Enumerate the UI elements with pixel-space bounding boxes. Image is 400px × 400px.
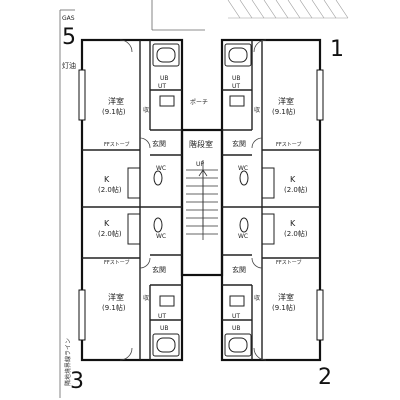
unit-1-kitchen: K — [290, 175, 296, 184]
site-hatch — [227, 0, 349, 19]
up-label: UP — [196, 161, 204, 168]
unit-1-ub: UB — [232, 75, 241, 82]
door-swings — [119, 39, 267, 361]
unit-5-ut: UT — [158, 83, 166, 90]
unit-2-western-room-size: (9.1帖) — [272, 303, 296, 312]
unit-5-ff-stove: FFストーブ — [104, 141, 129, 148]
unit-3-ub: UB — [160, 325, 169, 332]
unit-5-wc: WC — [156, 165, 166, 172]
unit-1-ut: UT — [232, 83, 240, 90]
unit-1: 洋室 (9.1帖) K (2.0帖) 玄関 WC UT UB FFストーブ 収 — [232, 75, 308, 194]
unit-2-ff-stove: FFストーブ — [276, 259, 301, 266]
lamp-oil-label: 灯油 — [62, 61, 76, 70]
interior-walls-right — [222, 40, 320, 360]
unit-5-storage: 収 — [143, 107, 149, 114]
unit-1-ff-stove: FFストーブ — [276, 141, 301, 148]
unit-5: 洋室 (9.1帖) K (2.0帖) 玄関 WC UT UB FFストーブ 収 — [98, 75, 169, 194]
unit-number-top-right: 1 — [330, 37, 344, 62]
gas-label: GAS — [62, 15, 75, 22]
windows — [78, 69, 324, 341]
unit-5-western-room: 洋室 — [108, 96, 124, 106]
unit-2-entrance: 玄関 — [232, 265, 246, 274]
unit-2: 洋室 (9.1帖) K (2.0帖) 玄関 WC UT UB FFストーブ 収 — [232, 219, 308, 332]
unit-2-western-room: 洋室 — [278, 292, 294, 302]
unit-number-bottom-left: 3 — [70, 369, 84, 394]
unit-3-entrance: 玄関 — [152, 265, 166, 274]
bath-fixtures — [152, 43, 252, 357]
stairs — [186, 160, 218, 240]
interior-walls-left — [82, 40, 182, 360]
kitchen-counters — [127, 167, 275, 245]
unit-5-kitchen: K — [104, 175, 110, 184]
unit-3-ut: UT — [158, 313, 166, 320]
unit-2-kitchen-size: (2.0帖) — [284, 229, 308, 238]
unit-2-storage: 収 — [254, 295, 260, 302]
unit-2-ub: UB — [232, 325, 241, 332]
stairwell-label: 階段室 — [189, 139, 213, 149]
unit-3-storage: 収 — [143, 295, 149, 302]
unit-2-ut: UT — [232, 313, 240, 320]
unit-1-storage: 収 — [254, 107, 260, 114]
unit-2-kitchen: K — [290, 219, 296, 228]
unit-1-western-room: 洋室 — [278, 96, 294, 106]
site-lines — [59, 0, 205, 398]
unit-2-wc: WC — [238, 233, 248, 240]
unit-3-ff-stove: FFストーブ — [104, 259, 129, 266]
unit-3-wc: WC — [156, 233, 166, 240]
porch-label: ポーチ — [190, 98, 208, 106]
unit-number-top-left: 5 — [62, 25, 76, 50]
unit-3-western-room: 洋室 — [108, 292, 124, 302]
unit-5-western-room-size: (9.1帖) — [102, 107, 126, 116]
unit-3-western-room-size: (9.1帖) — [102, 303, 126, 312]
unit-3-kitchen: K — [104, 219, 110, 228]
unit-3-kitchen-size: (2.0帖) — [98, 229, 122, 238]
unit-5-ub: UB — [160, 75, 169, 82]
unit-1-kitchen-size: (2.0帖) — [284, 185, 308, 194]
unit-5-entrance: 玄関 — [152, 139, 166, 148]
unit-3: 洋室 (9.1帖) K (2.0帖) 玄関 WC UT UB FFストーブ 収 — [98, 219, 169, 332]
unit-number-bottom-right: 2 — [318, 365, 332, 390]
unit-5-kitchen-size: (2.0帖) — [98, 185, 122, 194]
building-walls — [80, 38, 322, 362]
unit-1-entrance: 玄関 — [232, 139, 246, 148]
unit-1-western-room-size: (9.1帖) — [272, 107, 296, 116]
unit-1-wc: WC — [238, 165, 248, 172]
boundary-line-label: 隣地境界線ライン — [64, 338, 72, 386]
